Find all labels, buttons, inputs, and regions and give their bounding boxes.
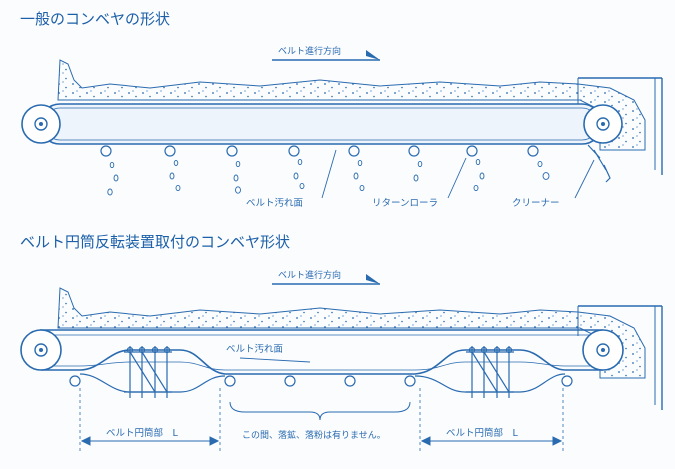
pulley-right-bottom bbox=[582, 329, 624, 371]
conveyor-belt-top bbox=[39, 103, 603, 145]
material-load-bottom bbox=[57, 287, 646, 379]
leader-lines-top bbox=[321, 149, 595, 199]
dimension-right bbox=[420, 436, 563, 446]
leader-belt-dirt-bottom bbox=[239, 357, 311, 363]
belt-inverter-right bbox=[466, 346, 514, 398]
direction-label-bottom: ベルト進行方向 bbox=[278, 269, 341, 281]
direction-arrow-top: ベルト進行方向 bbox=[272, 45, 380, 61]
conveyor-belt-bottom bbox=[40, 329, 603, 393]
label-belt-section-left: ベルト円筒部 L bbox=[106, 427, 179, 439]
belt-inverter-left bbox=[124, 346, 172, 398]
cleaner-top bbox=[587, 144, 611, 183]
falling-dirt-top bbox=[107, 158, 550, 196]
label-no-spill: この間、落鉱、落粉は有りません。 bbox=[242, 429, 386, 441]
dimension-left bbox=[80, 436, 220, 446]
brace-no-spill bbox=[229, 401, 411, 421]
title-bottom: ベルト円筒反転装置取付のコンベヤ形状 bbox=[20, 233, 290, 251]
title-top: 一般のコンベヤの形状 bbox=[20, 10, 170, 28]
discharge-chute-bottom bbox=[577, 305, 663, 410]
label-belt-section-right: ベルト円筒部 L bbox=[446, 427, 519, 439]
label-cleaner: クリーナー bbox=[512, 198, 560, 209]
label-belt-dirt-bottom: ベルト汚れ面 bbox=[226, 343, 283, 355]
pulley-left-bottom bbox=[20, 329, 62, 371]
dimension-guides bbox=[79, 388, 564, 452]
label-belt-dirt-top: ベルト汚れ面 bbox=[246, 197, 303, 209]
pulley-right-top bbox=[583, 104, 623, 144]
label-return-roller: リターンローラ bbox=[372, 198, 438, 209]
return-rollers-bottom bbox=[69, 375, 573, 387]
direction-label-top: ベルト進行方向 bbox=[278, 45, 341, 57]
return-rollers-top bbox=[100, 145, 539, 157]
direction-arrow-bottom: ベルト進行方向 bbox=[272, 269, 380, 285]
pulley-left-top bbox=[21, 104, 61, 144]
